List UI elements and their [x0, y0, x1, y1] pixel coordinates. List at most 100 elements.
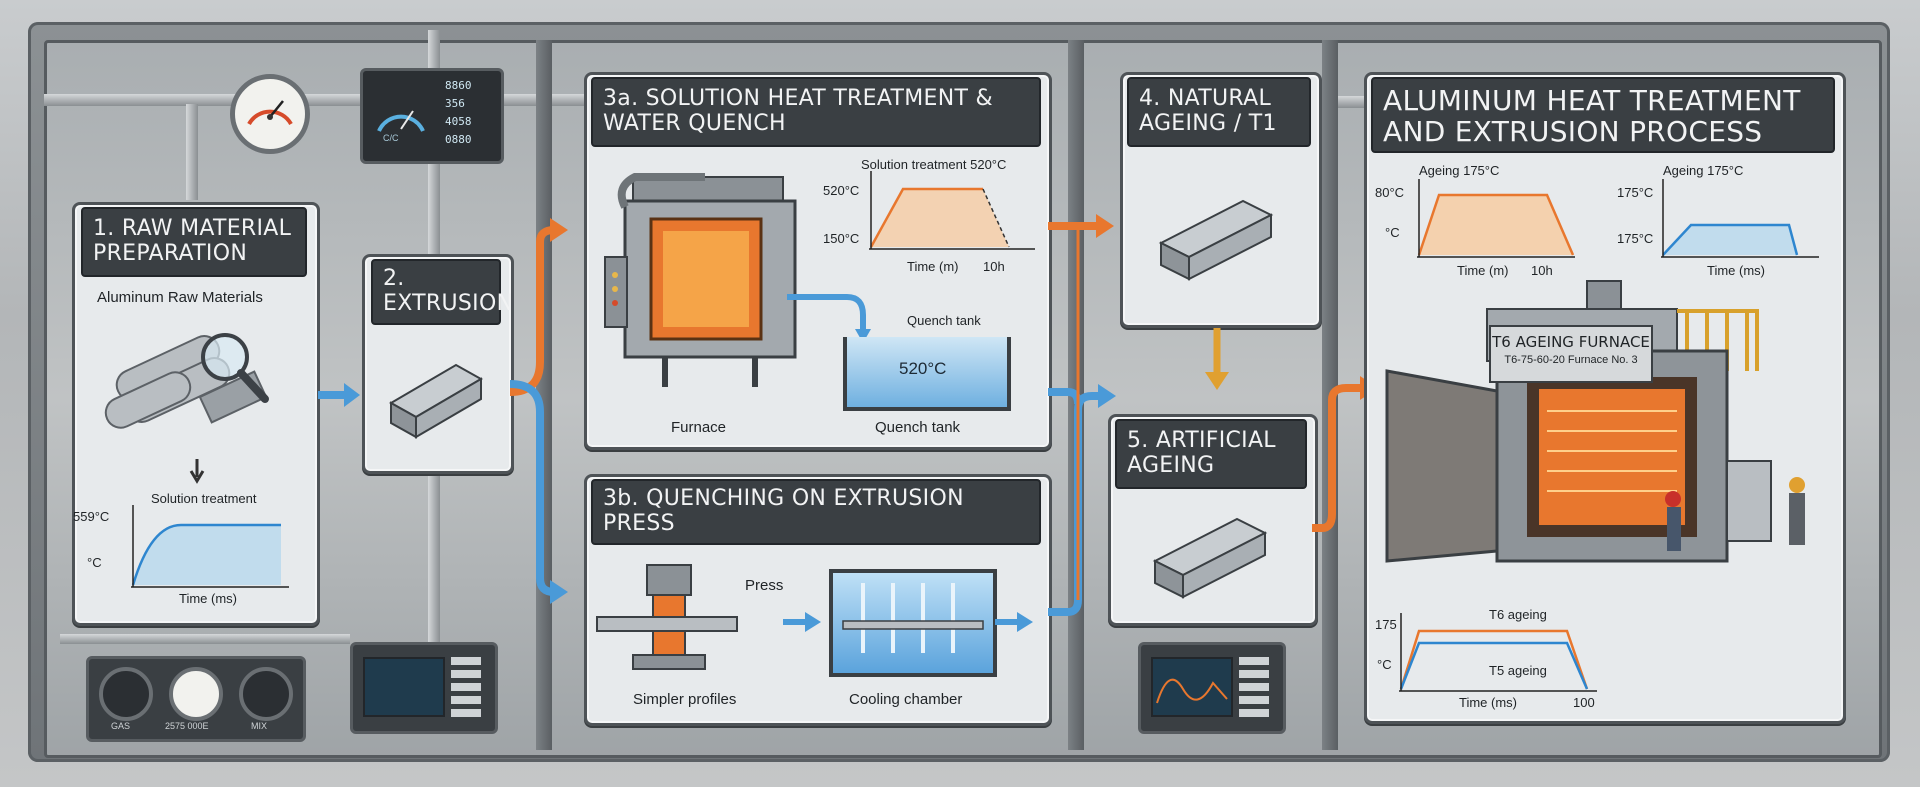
pipe-vertical-low	[428, 466, 440, 642]
center-gauge-icon	[169, 667, 223, 721]
press-arrow-icon	[783, 612, 821, 632]
dial-icon	[377, 110, 425, 132]
furnace-sign: T6 AGEING FURNACE T6-75-60-20 Furnace No…	[1489, 325, 1653, 383]
final-chart1	[1417, 179, 1575, 258]
final-chart1-x-end: 10h	[1531, 263, 1553, 278]
step3a-chart	[869, 171, 1035, 250]
pipe-horizontal-bottom	[60, 634, 350, 644]
raw-materials-caption: Aluminum Raw Materials	[97, 289, 263, 306]
quench-tank-label: Quench tank	[875, 419, 961, 436]
simpler-profiles-label: Simpler profiles	[633, 691, 737, 708]
flow-arrow-4-5-icon	[1205, 328, 1229, 390]
final-chart1-title: Ageing 175°C	[1419, 163, 1500, 178]
transfer-pipe	[787, 294, 871, 343]
display-value-4: 0880	[445, 133, 472, 146]
extrusion-profile-icon	[388, 363, 484, 439]
flow-arrow-1-icon	[318, 383, 360, 407]
display-value-3: 4058	[445, 115, 472, 128]
final-chart3	[1399, 613, 1597, 692]
final-chart1-x-label: Time (m)	[1457, 263, 1509, 278]
ageing-furnace-icon	[1385, 280, 1805, 563]
pipe-vertical-left	[186, 104, 198, 200]
step3a-y-low: 150°C	[823, 231, 860, 246]
step2-card: 2. EXTRUSION	[362, 254, 514, 474]
step5-header: 5. ARTIFICIAL AGEING	[1115, 419, 1307, 489]
gas-gauge-icon	[99, 667, 153, 721]
final-chart1-y-top: 80°C	[1375, 185, 1405, 200]
final-chart3-x-label: Time (ms)	[1459, 695, 1518, 710]
split-arrows	[509, 218, 568, 604]
final-chart3-y-unit: °C	[1377, 657, 1392, 672]
final-card: ALUMINUM HEAT TREATMENT AND EXTRUSION PR…	[1364, 72, 1846, 724]
furnace-label: Furnace	[671, 419, 727, 436]
step2-header: 2. EXTRUSION	[371, 259, 513, 325]
final-chart2-y-mid: 175°C	[1617, 231, 1654, 246]
natural-ageing-profile-icon	[1158, 199, 1274, 281]
step3a-x-end: 10h	[983, 259, 1005, 274]
step3a-header: 3a. SOLUTION HEAT TREATMENT & WATER QUEN…	[591, 77, 1041, 147]
press-label: Press	[745, 577, 784, 594]
merge-arrows	[1048, 214, 1116, 616]
furnace-sign-title: T6 AGEING FURNACE	[1492, 333, 1650, 351]
final-chart2-x-label: Time (ms)	[1707, 263, 1766, 278]
mix-gauge-icon	[239, 667, 293, 721]
step4-header: 4. NATURAL AGEING / T1	[1127, 77, 1311, 147]
pipe-vertical-top	[428, 30, 440, 72]
artificial-ageing-profile-icon	[1152, 517, 1268, 599]
display-value-1: 8860	[445, 79, 472, 92]
step3a-y-high: 520°C	[823, 183, 860, 198]
control-panel-right	[1138, 642, 1286, 734]
pressure-gauge-icon	[230, 74, 310, 154]
quench-tank-temp: 520°C	[899, 359, 947, 378]
step1-header: 1. RAW MATERIAL PREPARATION	[81, 207, 307, 277]
gauge-left-label: GAS	[111, 721, 131, 731]
final-chart3-y-top: 175	[1375, 617, 1397, 632]
quench-tank: 520°C	[843, 337, 1011, 411]
gauge-right-label: MIX	[251, 721, 268, 731]
final-chart3-t6-label: T6 ageing	[1489, 607, 1547, 622]
control-panel-left	[350, 642, 498, 734]
step3b-header: 3b. QUENCHING ON EXTRUSION PRESS	[591, 479, 1041, 545]
pipe-vertical-mid	[428, 160, 440, 256]
step3b-card: 3b. QUENCHING ON EXTRUSION PRESS Press S…	[584, 474, 1052, 726]
step1-y-top: 559°C	[73, 509, 110, 524]
cooling-chamber	[829, 569, 997, 677]
aluminum-bars-icon	[104, 333, 269, 429]
final-chart1-y-unit: °C	[1385, 225, 1400, 240]
gauge-mid-label: 2575 000E	[165, 721, 209, 731]
control-screen-right	[1151, 657, 1233, 717]
quench-tank-title: Quench tank	[907, 313, 981, 328]
magnifier-icon	[201, 333, 249, 381]
step1-y-unit: °C	[87, 555, 102, 570]
step1-card: 1. RAW MATERIAL PREPARATION Aluminum Raw…	[72, 202, 320, 626]
digital-display-top: C/C 8860 356 4058 0880	[360, 68, 504, 164]
extrusion-press-icon	[596, 564, 738, 670]
control-screen-left	[363, 657, 445, 717]
step5-card: 5. ARTIFICIAL AGEING	[1108, 414, 1318, 626]
final-chart2	[1661, 179, 1819, 258]
step3a-card: 3a. SOLUTION HEAT TREATMENT & WATER QUEN…	[584, 72, 1052, 450]
cooling-chamber-label: Cooling chamber	[849, 691, 963, 708]
pipe-horizontal-top	[44, 94, 604, 106]
diagram-title: ALUMINUM HEAT TREATMENT AND EXTRUSION PR…	[1371, 77, 1835, 153]
final-chart2-y-top: 175°C	[1617, 185, 1654, 200]
down-arrow-icon	[189, 459, 205, 484]
chamber-arrow-icon	[995, 612, 1033, 632]
final-chart3-t5-label: T5 ageing	[1489, 663, 1547, 678]
step1-x-label: Time (ms)	[179, 591, 238, 606]
keypad-right-icon	[1239, 657, 1269, 717]
furnace-icon	[604, 173, 797, 387]
step3a-x-label: Time (m)	[907, 259, 959, 274]
step3a-chart-title: Solution treatment 520°C	[861, 157, 1007, 172]
step4-card: 4. NATURAL AGEING / T1	[1120, 72, 1322, 328]
final-chart3-x-end: 100	[1573, 695, 1595, 710]
display-value-2: 356	[445, 97, 465, 110]
furnace-sign-sub: T6-75-60-20 Furnace No. 3	[1504, 354, 1638, 366]
step1-chart-title: Solution treatment	[151, 491, 257, 506]
step1-chart	[131, 505, 289, 588]
display-unit: C/C	[383, 133, 399, 143]
keypad-left-icon	[451, 657, 481, 717]
gauge-cluster: GAS 2575 000E MIX	[86, 656, 306, 742]
final-chart2-title: Ageing 175°C	[1663, 163, 1744, 178]
